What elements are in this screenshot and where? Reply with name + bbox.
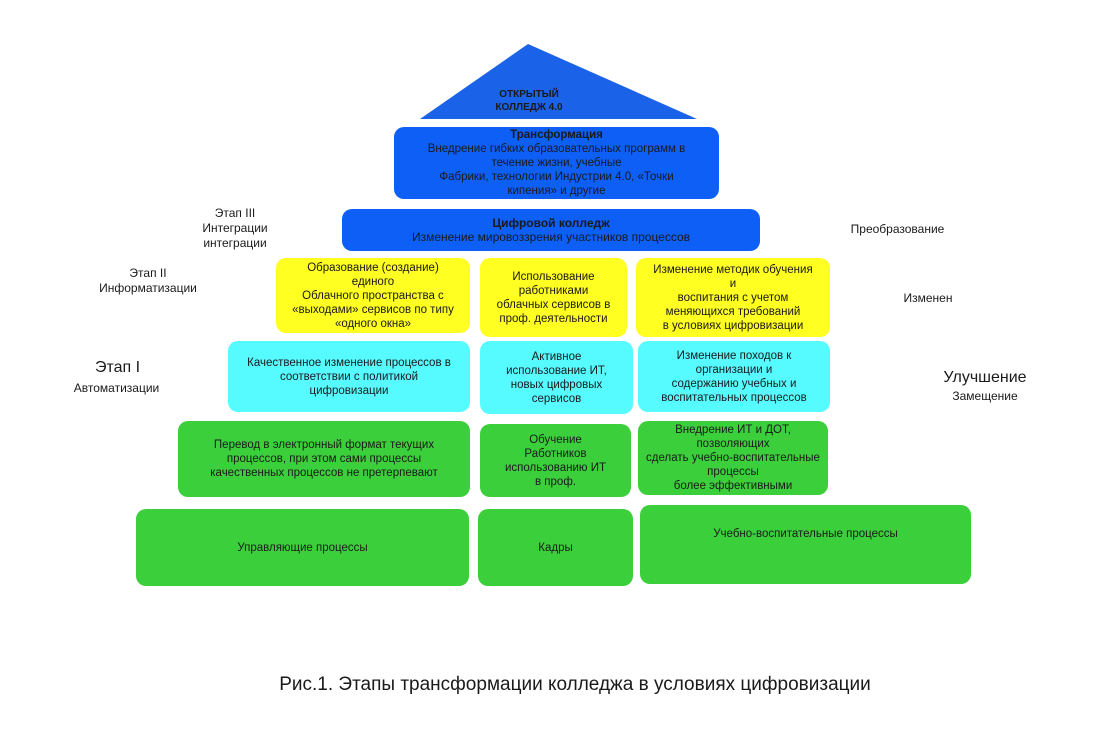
digital-college-text: Изменение мировоззрения участников проце… — [411, 230, 691, 244]
base-box-education: Учебно-воспитательные процессы — [640, 505, 971, 584]
green-box-2: Обучение Работников использованию ИТ в п… — [480, 424, 631, 497]
stage1-sub-label: Автоматизации — [73, 381, 160, 395]
cyan-box-1: Качественное изменение процессов в соотв… — [228, 341, 470, 412]
cyan-box-3: Изменение походов к организации и содерж… — [638, 341, 830, 412]
roof-triangle — [420, 44, 697, 119]
base-box-staff: Кадры — [478, 509, 633, 586]
right-label-improvement: Улучшение — [943, 369, 1027, 386]
transformation-box: Трансформация Внедрение гибких образоват… — [394, 127, 719, 199]
figure-caption: Рис.1. Этапы трансформации колледжа в ус… — [279, 674, 871, 695]
right-label-replacement: Замещение — [952, 389, 1018, 403]
yellow-box-3: Изменение методик обучения и воспитания … — [636, 258, 830, 337]
stage3-label: Этап III Интеграции интеграции — [202, 206, 268, 250]
base-box-management: Управляющие процессы — [136, 509, 469, 586]
transformation-title: Трансформация — [510, 129, 603, 141]
right-label-transformation: Преобразование — [850, 222, 945, 236]
yellow-box-2: Использование работниками облачных серви… — [480, 258, 627, 337]
stage1-label: Этап I — [94, 359, 141, 376]
cyan-box-2: Активное использование ИТ, новых цифровы… — [480, 341, 633, 414]
digital-college-box: Цифровой колледж Изменение мировоззрения… — [342, 209, 760, 251]
stage2-label: Этап II Информатизации — [99, 266, 197, 295]
transformation-text: Внедрение гибких образовательных програм… — [427, 143, 686, 197]
yellow-box-1: Образование (создание) единого Облачного… — [276, 258, 470, 333]
right-label-change: Изменен — [903, 291, 953, 305]
green-box-1: Перевод в электронный формат текущих про… — [178, 421, 470, 497]
digital-college-title: Цифровой колледж — [492, 216, 610, 230]
green-box-3: Внедрение ИТ и ДОТ, позволяющих сделать … — [638, 421, 828, 495]
roof-label: ОТКРЫТЫЙ КОЛЛЕДЖ 4.0 — [495, 89, 563, 113]
